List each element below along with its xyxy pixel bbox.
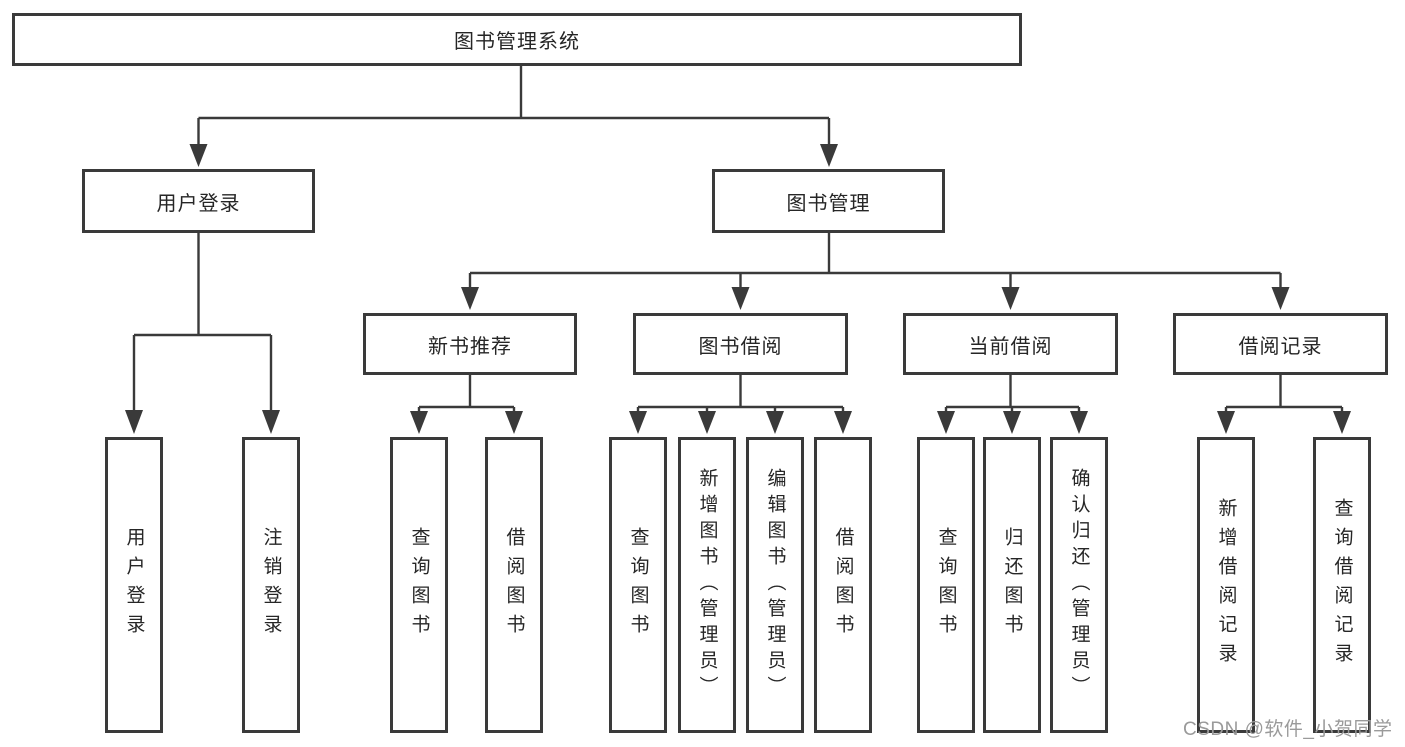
leaf-borrow-book-label: 借阅图书 xyxy=(832,527,854,643)
node-current-borrow: 当前借阅 xyxy=(903,313,1118,375)
leaf-return-book-label: 归还图书 xyxy=(1001,527,1023,643)
leaf-borrow-book: 借阅图书 xyxy=(814,437,872,733)
leaf-confirm-return-admin: 确认归还（管理员） xyxy=(1050,437,1108,733)
leaf-query-borrow-record-label: 查询借阅记录 xyxy=(1331,498,1353,672)
arrowheads-new-book-group xyxy=(410,411,523,434)
edges-book-mgmt xyxy=(468,233,1282,288)
node-book-borrow-label: 图书借阅 xyxy=(698,335,783,358)
node-borrow-records-label: 借阅记录 xyxy=(1238,335,1323,358)
node-book-management-label: 图书管理 xyxy=(786,192,871,215)
leaf-borrow-book-recommend-label: 借阅图书 xyxy=(503,527,525,643)
leaf-query-current-borrow-label: 查询图书 xyxy=(935,527,957,643)
leaf-edit-book-admin: 编辑图书（管理员） xyxy=(746,437,804,733)
leaf-confirm-return-admin-label: 确认归还（管理员） xyxy=(1068,468,1090,702)
edges-user-login xyxy=(132,233,273,412)
arrowheads-book-mgmt xyxy=(461,287,1290,310)
arrowheads-user-login xyxy=(125,410,280,434)
edges-root xyxy=(197,66,831,146)
leaf-add-book-admin: 新增图书（管理员） xyxy=(678,437,736,733)
node-library-system: 图书管理系统 xyxy=(12,13,1022,66)
node-user-login: 用户登录 xyxy=(82,169,315,233)
arrowheads-book-borrow-group xyxy=(629,411,852,434)
leaf-return-book: 归还图书 xyxy=(983,437,1041,733)
arrowheads-root xyxy=(189,144,838,167)
node-new-book-recommend: 新书推荐 xyxy=(363,313,577,375)
node-borrow-records: 借阅记录 xyxy=(1173,313,1388,375)
edges-borrow-record-group xyxy=(1224,375,1344,412)
edges-current-borrow-group xyxy=(944,375,1081,412)
leaf-add-borrow-record-label: 新增借阅记录 xyxy=(1215,498,1237,672)
arrowheads-borrow-record-group xyxy=(1217,411,1351,434)
edges-new-book-group xyxy=(417,375,516,412)
leaf-query-current-borrow: 查询图书 xyxy=(917,437,975,733)
leaf-query-book-borrow: 查询图书 xyxy=(609,437,667,733)
leaf-query-book-recommend-label: 查询图书 xyxy=(408,527,430,643)
edges-book-borrow-group xyxy=(636,375,845,412)
leaf-logout-label: 注销登录 xyxy=(260,527,282,643)
leaf-edit-book-admin-label: 编辑图书（管理员） xyxy=(764,468,786,702)
node-book-management: 图书管理 xyxy=(712,169,945,233)
node-new-book-recommend-label: 新书推荐 xyxy=(428,335,512,358)
leaf-logout: 注销登录 xyxy=(242,437,300,733)
leaf-user-login-label: 用户登录 xyxy=(123,527,145,643)
leaf-query-book-recommend: 查询图书 xyxy=(390,437,448,733)
leaf-user-login: 用户登录 xyxy=(105,437,163,733)
node-library-system-label: 图书管理系统 xyxy=(454,31,580,53)
leaf-add-book-admin-label: 新增图书（管理员） xyxy=(696,468,718,702)
node-user-login-label: 用户登录 xyxy=(156,192,241,215)
leaf-borrow-book-recommend: 借阅图书 xyxy=(485,437,543,733)
node-book-borrow: 图书借阅 xyxy=(633,313,848,375)
leaf-query-book-borrow-label: 查询图书 xyxy=(627,527,649,643)
leaf-add-borrow-record: 新增借阅记录 xyxy=(1197,437,1255,733)
leaf-query-borrow-record: 查询借阅记录 xyxy=(1313,437,1371,733)
node-current-borrow-label: 当前借阅 xyxy=(968,335,1053,358)
csdn-watermark: CSDN @软件_小贺同学 xyxy=(1183,719,1393,740)
arrowheads-current-borrow-group xyxy=(937,411,1088,434)
